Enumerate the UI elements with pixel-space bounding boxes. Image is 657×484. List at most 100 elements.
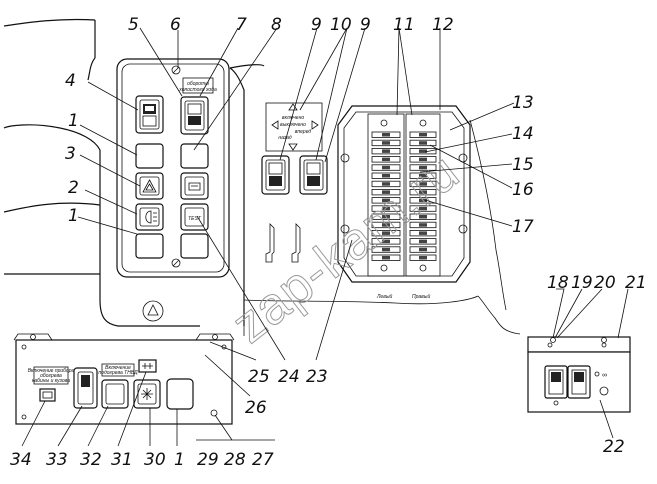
fuse-box: Левый Правый (337, 105, 471, 300)
fuse-element (419, 206, 427, 211)
fuse-slot (409, 180, 437, 188)
lever-left (265, 223, 275, 263)
callout-34: 34 (10, 450, 32, 470)
fuse-rows (371, 131, 437, 261)
rocker-switch-4[interactable] (135, 95, 164, 134)
fuse-slot (371, 197, 401, 204)
callout-2: 2 (68, 178, 79, 198)
callout-33: 33 (46, 450, 68, 470)
fuse-slot (409, 147, 437, 155)
blank-plug-lower-1 (166, 378, 194, 410)
callout-1b: 1 (68, 206, 79, 226)
hazard-triangle-icon (142, 179, 157, 193)
callout-28: 28 (224, 450, 246, 470)
svg-text:обогрева: обогрева (40, 373, 62, 379)
fuse-element (382, 133, 390, 137)
test-key-label: TEST (188, 216, 202, 222)
callout-22: 22 (603, 437, 625, 457)
fuse-element (382, 206, 390, 211)
callout-13: 13 (512, 93, 534, 113)
callout-1c: 1 (174, 450, 185, 470)
fuse-slot (371, 156, 401, 163)
fuse-box-screw-1 (340, 153, 350, 163)
svg-text:включено: включено (282, 115, 304, 121)
fuse-element (419, 256, 427, 260)
rocker-switch-22a[interactable] (544, 365, 568, 406)
fuse-element (382, 157, 390, 162)
fuse-element (419, 247, 427, 252)
callout-14: 14 (512, 124, 534, 144)
fuse-element (419, 174, 427, 178)
callout-12: 12 (432, 15, 454, 35)
callout-17: 17 (512, 217, 534, 237)
indicator-lamp-34 (39, 388, 56, 402)
callout-9b: 9 (360, 15, 371, 35)
fuse-slot (371, 254, 401, 261)
rocker-switch-5[interactable] (180, 96, 209, 135)
fog-lamp-icon (145, 210, 152, 224)
callout-15: 15 (512, 155, 534, 175)
fuse-slot (409, 205, 437, 212)
fuse-slot (371, 188, 401, 196)
callout-9a: 9 (311, 15, 322, 35)
rocker-switch-9-left[interactable] (261, 155, 290, 195)
callout-30: 30 (144, 450, 166, 470)
fuse-slot (371, 238, 401, 245)
fuse-slot (371, 205, 401, 212)
fuse-element (382, 165, 390, 170)
fuse-element (382, 215, 390, 219)
fuse-slot (409, 164, 437, 171)
test-button[interactable]: TEST (180, 203, 209, 231)
callout-29: 29 (197, 450, 219, 470)
button-32[interactable] (101, 379, 129, 409)
fuse-slot (409, 221, 437, 229)
callout-24: 24 (278, 367, 300, 387)
fuse-element (419, 157, 427, 162)
leader-lines (21, 27, 629, 447)
blank-plug-1b (135, 233, 164, 259)
right-small-panel: ∞ (527, 336, 631, 413)
rocker-switch-33[interactable] (73, 367, 98, 409)
svg-text:подогрева ТНВД: подогрева ТНВД (98, 370, 138, 376)
fuse-slot (371, 221, 401, 229)
loop-symbol: ∞ (602, 372, 607, 379)
fuse-box-screw-4 (458, 224, 468, 234)
fuse-element (419, 223, 427, 227)
callout-27: 27 (252, 450, 274, 470)
blank-plug-right (180, 233, 209, 259)
fuse-element (419, 182, 427, 186)
fuse-slot (409, 229, 437, 237)
rocker-switch-9-right[interactable] (299, 155, 328, 195)
callout-18: 18 (547, 273, 569, 293)
fuse-element (382, 174, 390, 178)
screw-ul (21, 344, 27, 350)
fuse-slot (409, 246, 437, 253)
fuse-slot (371, 139, 401, 147)
hazard-button-3[interactable] (135, 172, 164, 200)
callout-23: 23 (306, 367, 328, 387)
button-8-mechanism[interactable] (180, 172, 209, 200)
fuse-element (382, 256, 390, 260)
blank-plug-8 (180, 143, 209, 169)
svg-text:Включение: Включение (105, 365, 131, 371)
svg-text:вперед: вперед (295, 129, 312, 135)
fuse-slot (409, 254, 437, 261)
rocker-switch-22b[interactable] (567, 365, 591, 399)
fuse-slot (409, 131, 437, 138)
fog-lamp-button-2[interactable] (135, 203, 164, 231)
fuse-element (382, 223, 390, 227)
fuse-element (419, 141, 427, 145)
callout-26: 26 (245, 398, 267, 418)
fuse-element (419, 198, 427, 203)
blank-plug-1 (135, 143, 164, 169)
fuse-slot (409, 172, 437, 179)
fuse-slot (371, 213, 401, 220)
fuse-element (382, 190, 390, 194)
callout-25: 25 (248, 367, 270, 387)
indicator-dot (594, 371, 600, 377)
fuse-slot (409, 197, 437, 204)
callout-4: 4 (65, 71, 76, 91)
screw-ll (21, 414, 27, 420)
callout-16: 16 (512, 180, 534, 200)
svg-text:кабины и кузова: кабины и кузова (32, 378, 70, 384)
